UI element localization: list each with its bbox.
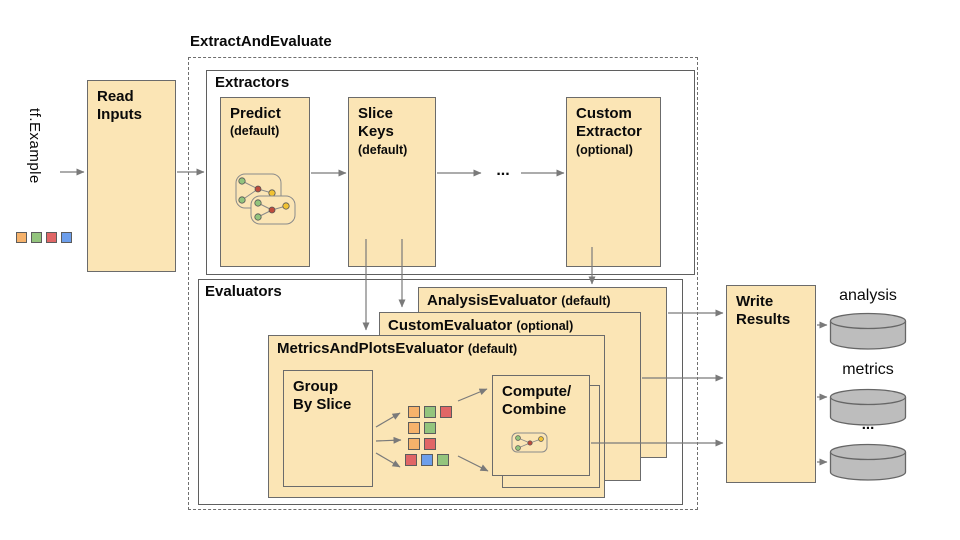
green-square xyxy=(424,406,436,418)
slice-keys-qualifier: (default) xyxy=(358,142,408,157)
blue-square xyxy=(421,454,433,466)
orange-square xyxy=(408,438,420,450)
square-row xyxy=(16,232,72,243)
analysis-output-label: analysis xyxy=(839,287,897,304)
metrics-database-icon xyxy=(829,388,907,426)
more-outputs-ellipsis: ... xyxy=(861,416,875,433)
extract-and-evaluate-title: ExtractAndEvaluate xyxy=(190,33,332,50)
red-square xyxy=(440,406,452,418)
square-row xyxy=(408,406,452,418)
blue-square xyxy=(61,232,72,243)
extractors-label: Extractors xyxy=(215,74,290,91)
compute-combine-label: Compute/Combine xyxy=(502,383,572,419)
predict-label: Predict xyxy=(230,105,281,122)
input-label: tf.Example xyxy=(26,108,43,184)
predict-qualifier: (default) xyxy=(230,124,280,139)
green-square xyxy=(424,422,436,434)
square-row xyxy=(405,454,452,466)
analysis-database-icon xyxy=(829,312,907,350)
square-row xyxy=(408,438,452,450)
red-square xyxy=(46,232,57,243)
evaluators-label: Evaluators xyxy=(205,283,282,300)
green-square xyxy=(31,232,42,243)
green-square xyxy=(437,454,449,466)
predict-extractor-box: Predict (default) xyxy=(220,97,310,267)
red-square xyxy=(424,438,436,450)
orange-square xyxy=(16,232,27,243)
custom-extractor-qualifier: (optional) xyxy=(576,142,633,157)
extractor-chain-ellipsis: ... xyxy=(496,162,510,179)
square-row xyxy=(408,422,452,434)
input-squares xyxy=(16,232,72,247)
orange-square xyxy=(408,406,420,418)
compute-combine-box: Compute/Combine xyxy=(492,375,590,476)
metrics-and-plots-evaluator-title: MetricsAndPlotsEvaluator (default) xyxy=(277,340,518,357)
metrics-output-label: metrics xyxy=(842,361,894,378)
other-database-icon xyxy=(829,443,907,481)
analysis-evaluator-title: AnalysisEvaluator (default) xyxy=(427,292,611,309)
custom-evaluator-title: CustomEvaluator (optional) xyxy=(388,317,574,334)
orange-square xyxy=(408,422,420,434)
extract-and-evaluate-container xyxy=(188,57,698,510)
red-square xyxy=(405,454,417,466)
sliced-examples-grid xyxy=(405,406,452,470)
